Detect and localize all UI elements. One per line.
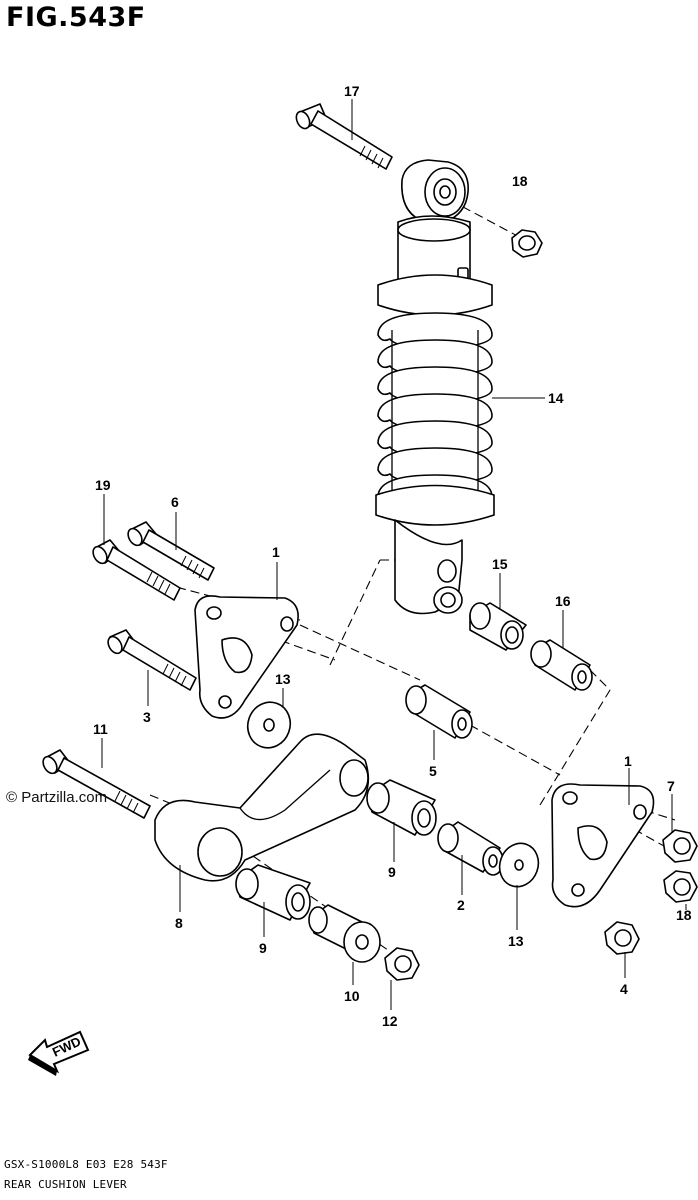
callout-3: 3 — [143, 709, 151, 725]
part-3-bolt — [107, 629, 197, 691]
spring-coil — [377, 393, 493, 431]
part-1-cushion-rod-right — [551, 783, 655, 908]
part-4-nut — [604, 921, 640, 955]
part-6-bolt — [127, 521, 215, 581]
part-9-bearing-lower — [235, 864, 311, 921]
part-12-nut — [384, 947, 420, 981]
part-13-washer-right — [498, 842, 540, 888]
part-11-bolt — [42, 749, 151, 819]
part-10-collar — [308, 904, 381, 963]
model-code: GSX-S1000L8 E03 E28 543F — [4, 1158, 168, 1171]
callout-1-left: 1 — [272, 544, 280, 560]
part-2-spacer — [437, 821, 504, 876]
section-name: REAR CUSHION LEVER — [4, 1178, 127, 1191]
callout-10: 10 — [344, 988, 360, 1004]
callout-18-upper: 18 — [512, 173, 528, 189]
callout-4: 4 — [620, 981, 628, 997]
callout-16: 16 — [555, 593, 571, 609]
part-16-spacer — [530, 639, 593, 691]
part-18-lower-nut — [663, 870, 698, 903]
spring-coil — [377, 447, 493, 485]
callout-5: 5 — [429, 763, 437, 779]
callout-8: 8 — [175, 915, 183, 931]
part-15-bearing — [469, 602, 527, 651]
callout-13-left: 13 — [275, 671, 291, 687]
copyright-text: © Partzilla.com — [6, 789, 108, 806]
part-7-nut — [662, 829, 698, 863]
spring-coil — [377, 366, 493, 404]
part-1-cushion-rod-left — [194, 595, 299, 719]
part-19-bolt — [92, 539, 181, 601]
callout-19: 19 — [95, 477, 111, 493]
part-9-bearing-upper — [366, 779, 437, 836]
callout-6: 6 — [171, 494, 179, 510]
callout-17: 17 — [344, 83, 360, 99]
figure-title: FIG.543F — [6, 2, 146, 33]
callout-18-lower: 18 — [676, 907, 692, 923]
spring-coil — [377, 420, 493, 458]
spring-coil — [377, 312, 493, 350]
callout-2: 2 — [457, 897, 465, 913]
part-8-cushion-lever — [154, 733, 370, 882]
part-5-spacer — [405, 684, 473, 739]
part-13-washer-left — [246, 701, 292, 749]
callout-labels: 17 18 14 19 6 1 15 16 13 3 11 5 1 7 9 2 … — [93, 83, 692, 1029]
spring-coil — [377, 339, 493, 377]
part-18-upper-nut — [511, 229, 543, 258]
fwd-arrow-icon: FWD — [28, 1030, 90, 1076]
callout-11: 11 — [93, 721, 108, 737]
callout-15: 15 — [492, 556, 508, 572]
callout-12: 12 — [382, 1013, 398, 1029]
callout-7: 7 — [667, 778, 675, 794]
leader-lines — [101, 99, 687, 1010]
callout-1-right: 1 — [624, 753, 632, 769]
callout-13-right: 13 — [508, 933, 524, 949]
part-14-rear-shock-absorber — [375, 159, 495, 615]
part-17-upper-mount-bolt — [295, 103, 393, 170]
callout-9-lower: 9 — [259, 940, 267, 956]
callout-9-upper: 9 — [388, 864, 396, 880]
callout-14: 14 — [548, 390, 564, 406]
